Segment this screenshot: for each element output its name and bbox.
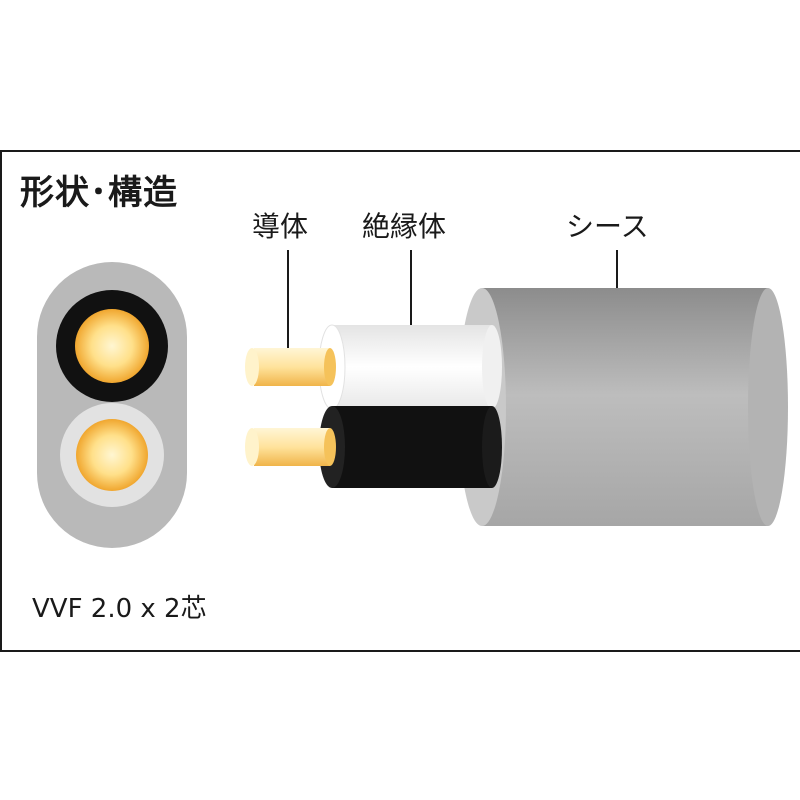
side-view-white-wire xyxy=(245,324,502,410)
diagram-title: 形状･構造 xyxy=(20,173,178,213)
conductor-top-wire-end xyxy=(324,348,336,386)
conductor-bottom-wire-end xyxy=(324,428,336,466)
conductor-top-wire xyxy=(254,348,330,386)
conductor-top-wire-tip xyxy=(245,348,259,386)
side-view-sheath xyxy=(458,288,788,526)
side-view-black-wire xyxy=(245,406,502,488)
white-insulator-end xyxy=(482,325,502,409)
conductor-label: 導体 xyxy=(252,210,309,243)
insulator-label: 絶縁体 xyxy=(362,210,447,243)
sheath-label: シース xyxy=(566,210,649,243)
cable-spec-caption: VVF 2.0 x 2芯 xyxy=(32,594,207,624)
cross-section-conductor-top xyxy=(75,309,149,383)
conductor-bottom-wire-tip xyxy=(245,428,259,466)
white-insulator-body xyxy=(332,325,492,409)
cross-section xyxy=(37,262,187,548)
sheath-body xyxy=(482,288,768,526)
sheath-end-cap xyxy=(748,288,788,526)
conductor-bottom-wire xyxy=(254,428,330,466)
black-insulator-end xyxy=(482,406,502,488)
cross-section-conductor-bottom xyxy=(76,419,148,491)
black-insulator-body xyxy=(332,406,492,488)
